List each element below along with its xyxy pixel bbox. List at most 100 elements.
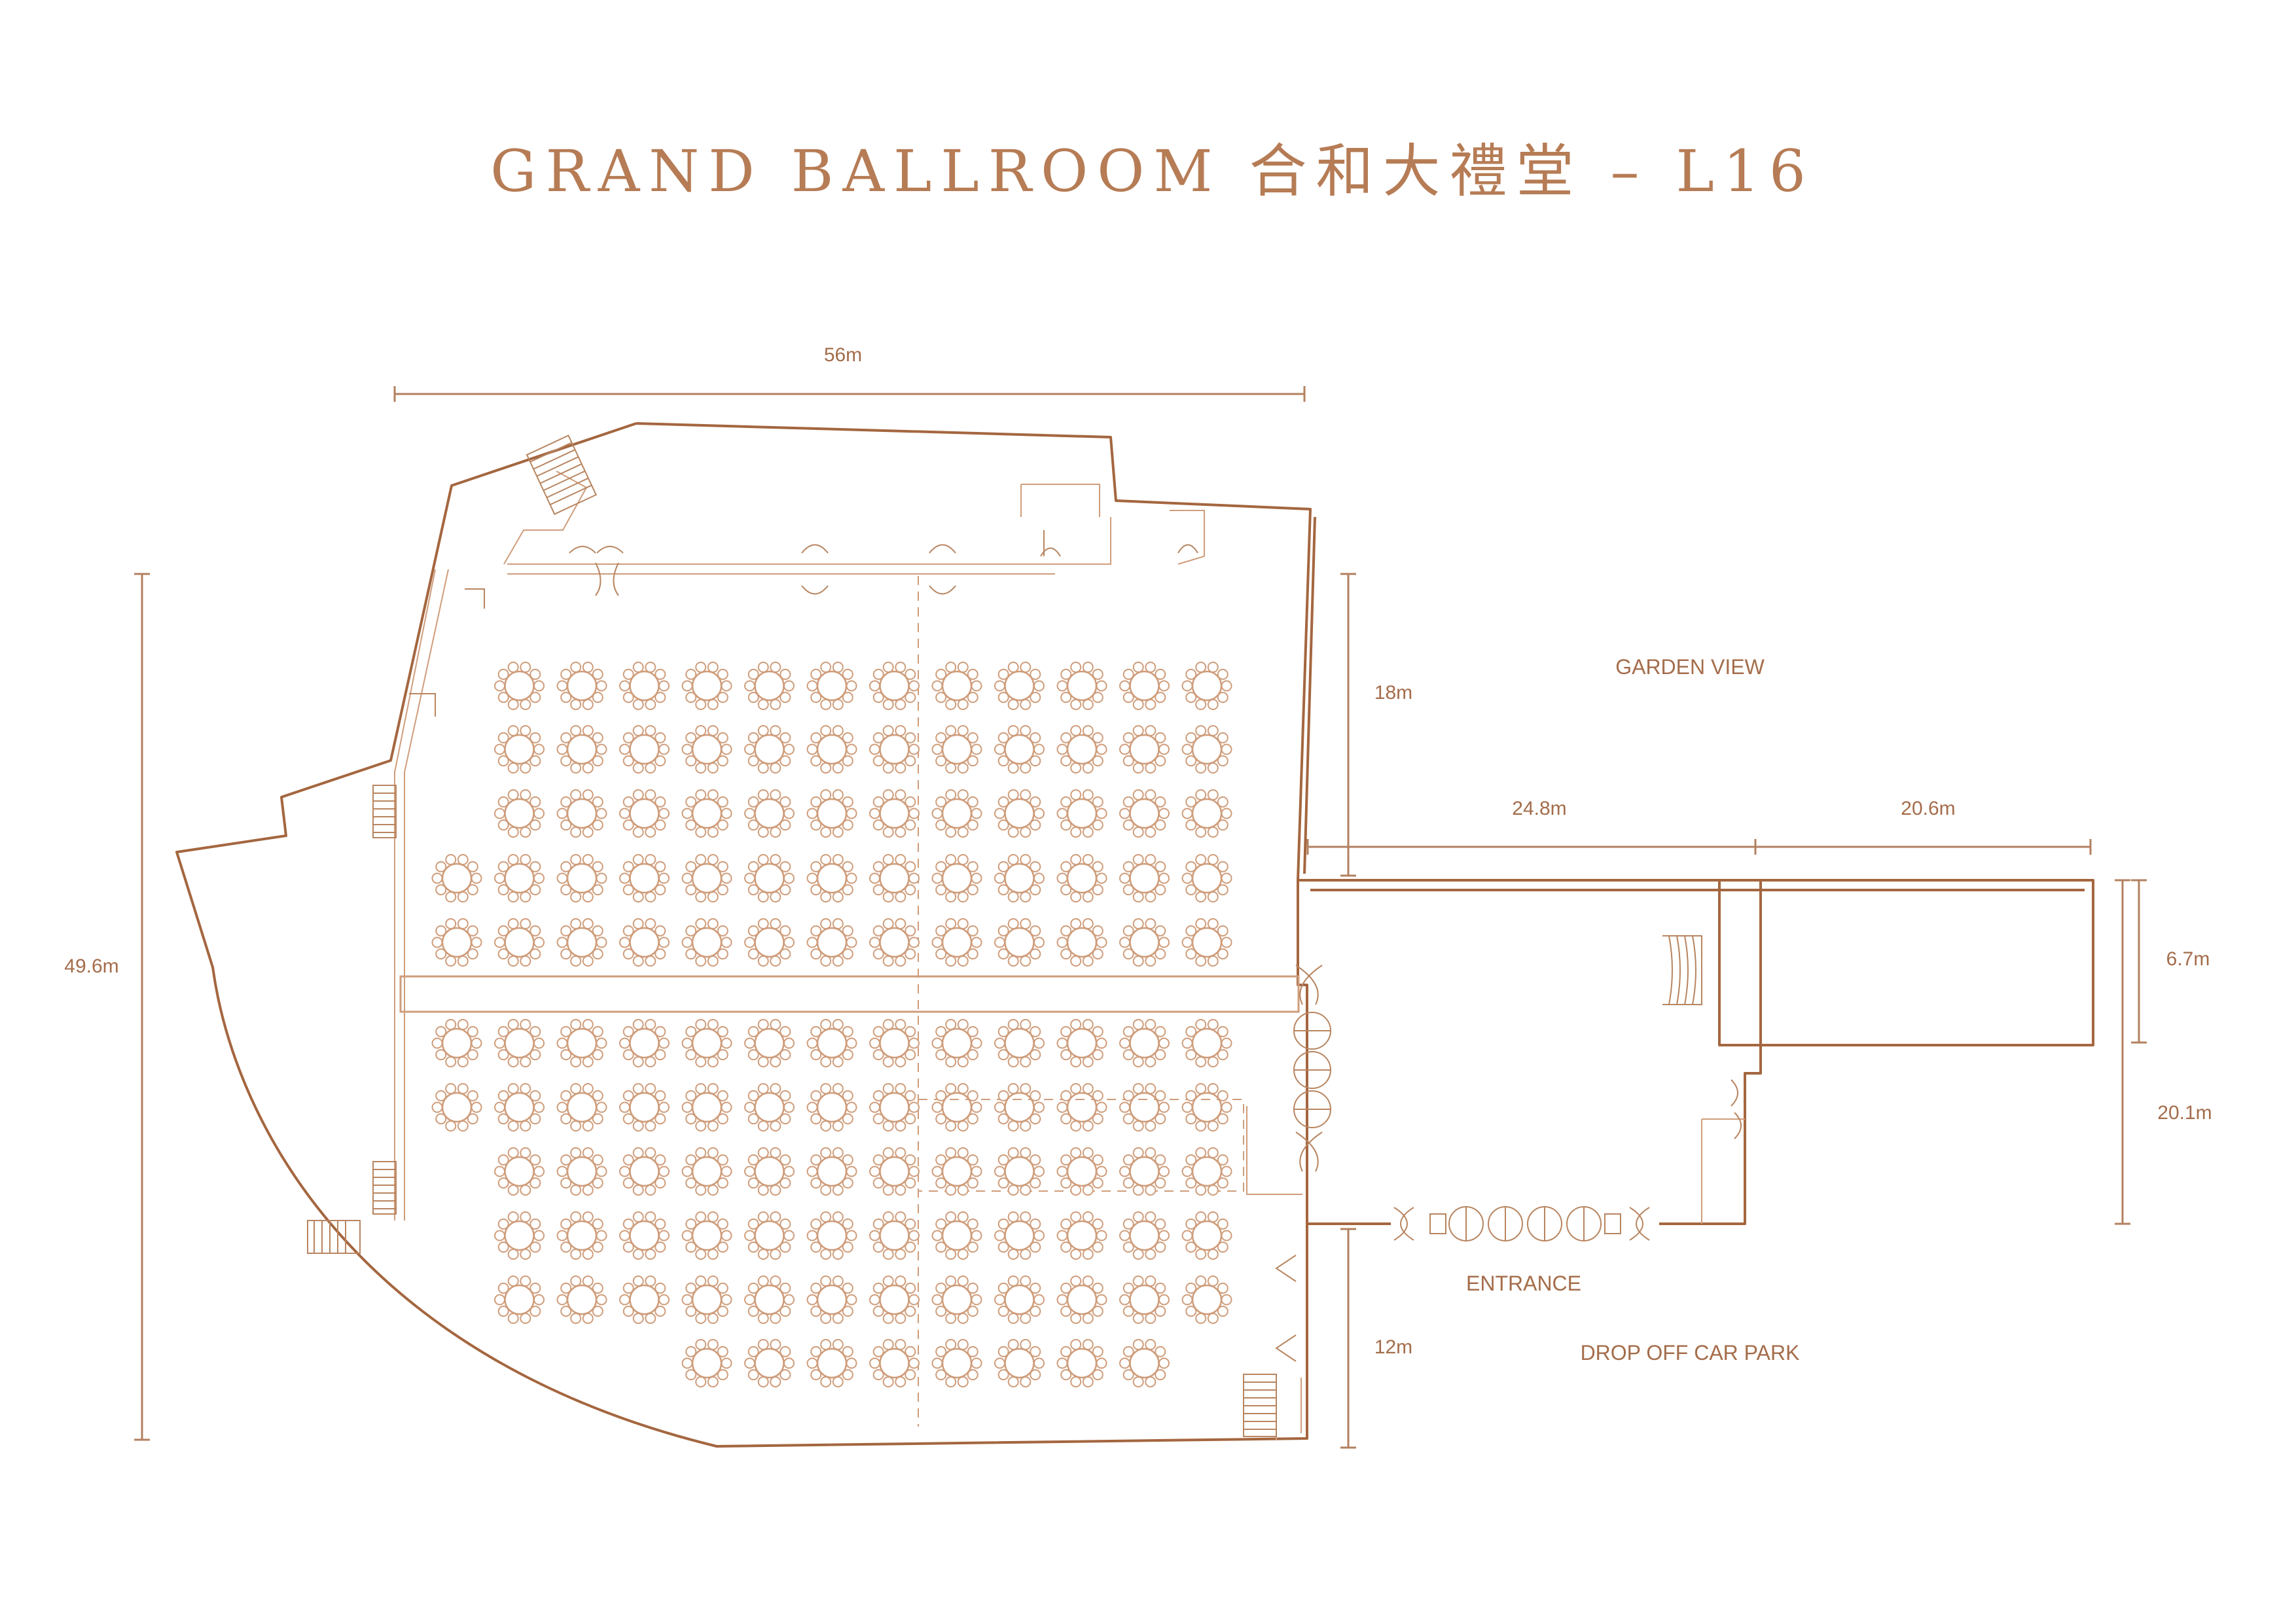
chair <box>846 872 857 884</box>
chair <box>1207 1249 1219 1260</box>
chair <box>780 692 791 704</box>
chair <box>806 743 818 755</box>
chair <box>596 1294 607 1306</box>
chair <box>681 743 693 755</box>
chair <box>931 1101 943 1113</box>
chair <box>757 1275 769 1287</box>
chair <box>780 1090 791 1101</box>
chair <box>471 1101 482 1113</box>
chair <box>1185 1113 1197 1125</box>
chair <box>529 1049 541 1061</box>
chair <box>842 1218 853 1230</box>
chair <box>622 819 634 831</box>
chair <box>695 891 707 902</box>
chair <box>846 1037 857 1049</box>
chair <box>467 884 478 896</box>
chair <box>895 789 906 800</box>
chair <box>529 948 541 960</box>
table-top <box>754 1220 785 1251</box>
chair <box>529 1090 541 1101</box>
chair <box>1020 699 1031 710</box>
banquet-table <box>1181 662 1232 710</box>
chair <box>997 796 1009 808</box>
chair <box>820 1120 832 1132</box>
chair <box>1020 762 1031 774</box>
chair <box>695 1056 707 1067</box>
chair <box>757 827 769 838</box>
chair <box>967 1218 978 1230</box>
chair <box>1030 668 1041 680</box>
chair <box>842 819 853 831</box>
chair <box>905 755 916 767</box>
chair <box>570 762 582 774</box>
chair <box>1155 925 1166 936</box>
chair <box>1060 1218 1072 1230</box>
chair <box>619 743 630 755</box>
chair <box>622 668 634 680</box>
chair <box>582 1211 594 1222</box>
chair <box>1181 872 1193 884</box>
chair <box>1060 884 1072 896</box>
chair <box>467 1090 478 1101</box>
table-top <box>816 863 848 894</box>
chair <box>596 1230 607 1241</box>
chair <box>905 861 916 872</box>
chair <box>570 789 582 800</box>
chair <box>895 725 906 736</box>
chair <box>770 1185 781 1196</box>
chair <box>1030 1282 1041 1294</box>
chair <box>1132 1313 1144 1324</box>
chair <box>1122 1026 1134 1037</box>
chair <box>832 1056 844 1067</box>
chair <box>895 1185 906 1196</box>
chair <box>570 1211 582 1222</box>
chair <box>1145 725 1157 736</box>
chair <box>744 1357 755 1369</box>
chair <box>1207 854 1219 865</box>
chair <box>1221 1294 1232 1306</box>
chair <box>1132 1211 1144 1222</box>
table-top <box>1129 1156 1160 1187</box>
chair <box>747 1282 759 1294</box>
chair <box>842 1346 853 1357</box>
chair <box>592 1177 603 1189</box>
chair <box>1195 955 1207 967</box>
chair <box>997 1282 1009 1294</box>
chair <box>717 1369 728 1381</box>
chair <box>1056 1357 1068 1369</box>
chair <box>945 1083 957 1094</box>
chair <box>842 692 853 704</box>
table-top <box>1129 863 1160 894</box>
banquet-table <box>994 1147 1045 1196</box>
chair <box>931 1230 943 1241</box>
banquet-table <box>744 789 795 838</box>
chair <box>810 1241 822 1253</box>
banquet-table <box>994 1019 1045 1067</box>
table-top <box>754 1027 785 1059</box>
chair <box>882 1211 894 1222</box>
chair <box>1181 1230 1193 1241</box>
table-top <box>504 1220 535 1251</box>
chair <box>1181 1294 1193 1306</box>
chair <box>431 872 443 884</box>
chair <box>1092 819 1103 831</box>
table-top <box>1066 670 1098 702</box>
chair <box>882 725 894 736</box>
chair <box>707 1211 719 1222</box>
chair <box>560 925 572 936</box>
chair <box>744 1037 755 1049</box>
banquet-table <box>619 918 670 967</box>
chair <box>945 918 957 929</box>
chair <box>1122 1306 1134 1317</box>
chair <box>997 1113 1009 1125</box>
chair <box>529 732 541 743</box>
chair <box>1092 1090 1103 1101</box>
chair <box>1145 1056 1157 1067</box>
chair <box>1207 891 1219 902</box>
chair <box>445 891 457 902</box>
chair <box>1092 755 1103 767</box>
chair <box>494 1037 505 1049</box>
chair <box>622 948 634 960</box>
table-top <box>1129 1220 1160 1251</box>
chair <box>695 1019 707 1030</box>
